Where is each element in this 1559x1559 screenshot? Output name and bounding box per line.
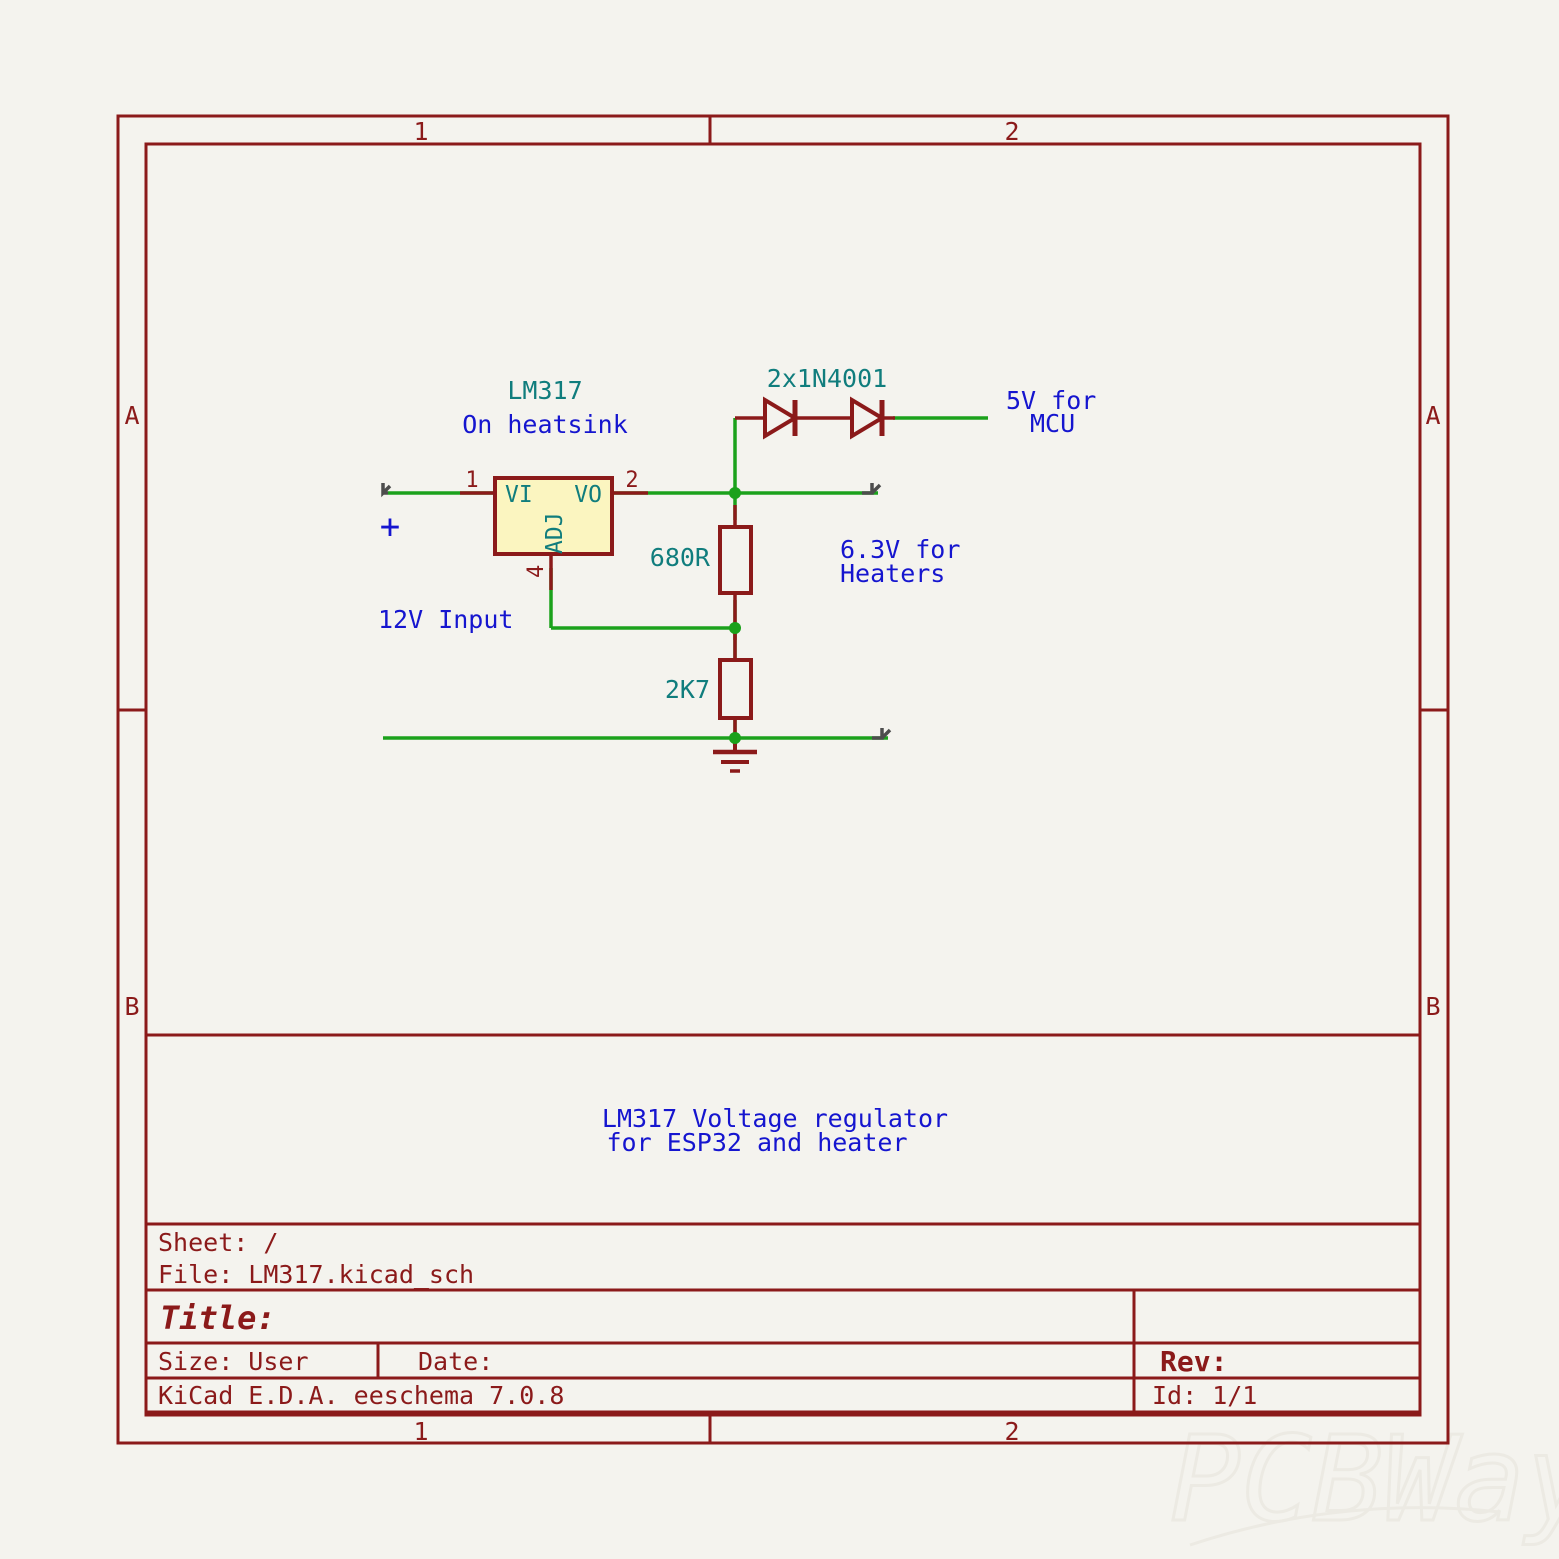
- watermark-text: PCBWay: [1170, 1410, 1559, 1548]
- zone-col-bottom-1: 1: [413, 1417, 428, 1446]
- pin-name-adj: ADJ: [542, 512, 568, 554]
- resistor-2k7[interactable]: 2K7: [665, 658, 753, 720]
- wire-end-markers: [381, 483, 892, 740]
- wire-end-ground: [872, 728, 892, 740]
- label-12v-input: 12V Input: [378, 605, 513, 634]
- lm317-value: LM317: [507, 376, 582, 405]
- resistor-680r[interactable]: 680R: [650, 525, 753, 595]
- title-block-file: File: LM317.kicad_sch: [158, 1260, 474, 1289]
- title-block-id: Id: 1/1: [1152, 1381, 1257, 1410]
- diode-1-triangle[interactable]: [763, 396, 799, 440]
- net-labels: + 12V Input 5V for MCU 6.3V for Heaters: [378, 386, 1096, 634]
- zone-col-top-1: 1: [413, 117, 428, 146]
- title-block-size: Size: User: [158, 1347, 309, 1376]
- zone-col-bottom-2: 2: [1004, 1417, 1019, 1446]
- junction-divider-node: [729, 622, 741, 634]
- sheet-note-line2: for ESP32 and heater: [606, 1128, 907, 1157]
- inner-frame: [144, 142, 1422, 1417]
- lm317-body[interactable]: [493, 476, 614, 556]
- title-block-rev-label: Rev:: [1160, 1345, 1227, 1378]
- resistor-2k7-value: 2K7: [665, 675, 710, 704]
- diode-2-triangle[interactable]: [850, 396, 886, 440]
- sheet-note-line1: LM317 Voltage regulator: [602, 1104, 948, 1133]
- zone-row-right-a: A: [1425, 401, 1440, 430]
- wire-end-input: [381, 483, 392, 498]
- page-border: [116, 114, 1450, 1445]
- junctions: [729, 487, 741, 744]
- lm317-note: On heatsink: [462, 410, 628, 439]
- label-63v-heaters-line2: Heaters: [840, 559, 945, 588]
- diode-pair[interactable]: 2x1N4001: [735, 364, 895, 440]
- zone-col-top-2: 2: [1004, 117, 1019, 146]
- wire-end-heater: [862, 483, 882, 495]
- pin-number-1: 1: [465, 468, 478, 493]
- lm317-regulator[interactable]: VI VO ADJ 1 2 4 LM317 On heatsink: [462, 376, 638, 578]
- pcbway-watermark: PCBWay: [1169, 1409, 1559, 1550]
- title-block-title-label: Title:: [160, 1299, 276, 1337]
- pin-name-vo: VO: [574, 482, 602, 508]
- title-block-tool: KiCad E.D.A. eeschema 7.0.8: [158, 1381, 564, 1410]
- pin-number-2: 2: [625, 468, 638, 493]
- title-block-sheet: Sheet: /: [158, 1228, 278, 1257]
- label-63v-heaters-line1: 6.3V for: [840, 535, 960, 564]
- label-5v-mcu-line1: 5V for: [1006, 386, 1096, 415]
- zone-row-right-b: B: [1425, 992, 1440, 1021]
- outer-frame: [116, 114, 1450, 1445]
- resistor-680r-body[interactable]: [718, 525, 753, 595]
- label-plus: +: [380, 507, 400, 547]
- diode-pair-value: 2x1N4001: [767, 364, 887, 393]
- watermark-swoosh: [1189, 1506, 1501, 1547]
- junction-vo-node: [729, 487, 741, 499]
- junction-ground-node: [729, 732, 741, 744]
- pin-number-4: 4: [524, 565, 549, 578]
- title-block-date: Date:: [418, 1347, 493, 1376]
- resistor-2k7-body[interactable]: [718, 658, 753, 720]
- zone-markers: 1 2 1 2 A B A B: [124, 117, 1440, 1446]
- zone-row-left-a: A: [124, 401, 139, 430]
- zone-row-left-b: B: [124, 992, 139, 1021]
- resistor-680r-value: 680R: [650, 543, 711, 572]
- pin-name-vi: VI: [505, 482, 533, 508]
- title-block: LM317 Voltage regulator for ESP32 and he…: [146, 1033, 1420, 1414]
- title-block-lines: [146, 1033, 1420, 1414]
- label-5v-mcu-line2: MCU: [1030, 409, 1075, 438]
